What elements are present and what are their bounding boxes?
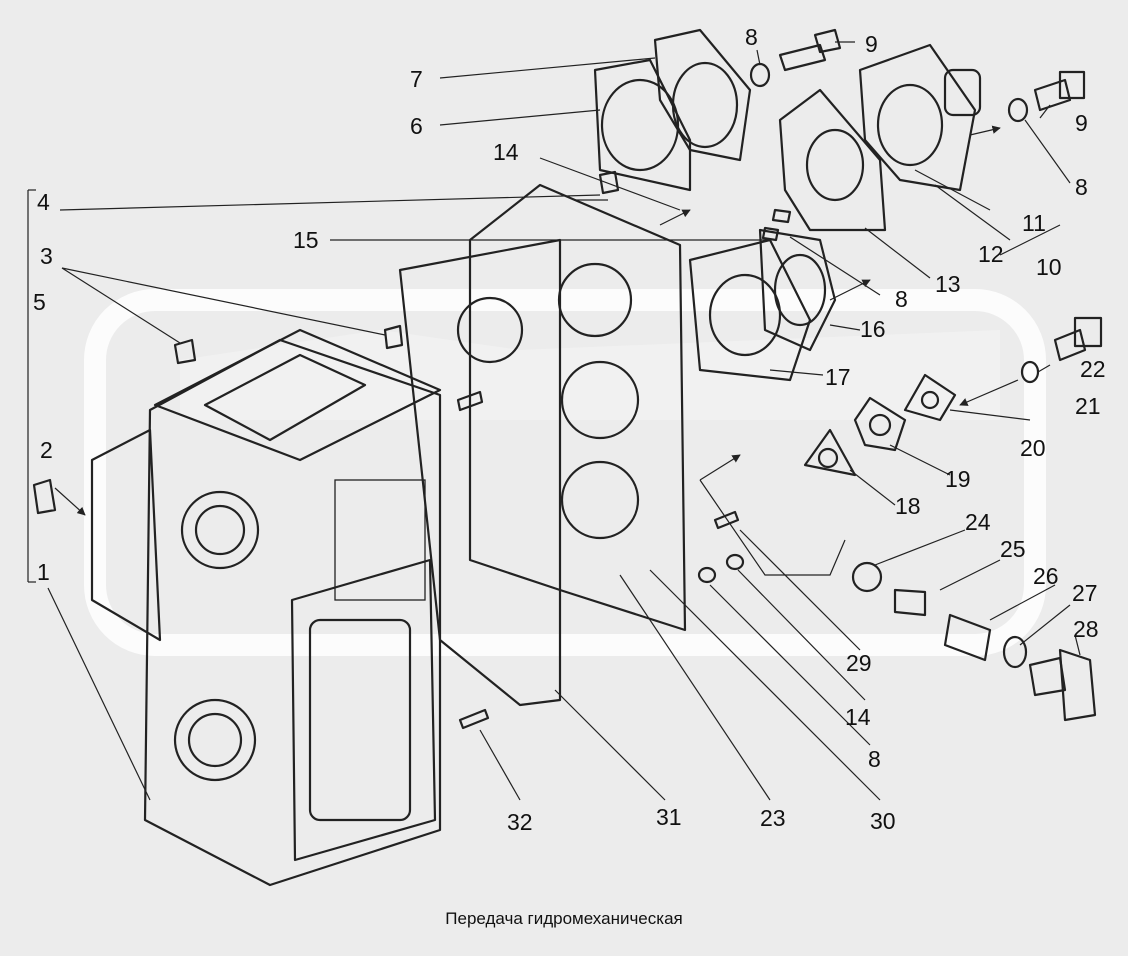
callout-32: 32 bbox=[507, 809, 533, 835]
callout-labels: 7 8 9 6 9 14 8 4 11 15 12 10 3 13 8 5 16… bbox=[33, 24, 1106, 835]
callout-14: 14 bbox=[493, 139, 519, 165]
callout-22: 22 bbox=[1080, 356, 1106, 382]
callout-15: 15 bbox=[293, 227, 319, 253]
main-housing bbox=[90, 328, 442, 887]
callout-28: 28 bbox=[1073, 616, 1099, 642]
callout-30: 30 bbox=[870, 808, 896, 834]
callout-16: 16 bbox=[860, 316, 886, 342]
flange-16-17 bbox=[688, 228, 837, 382]
callout-29: 29 bbox=[846, 650, 872, 676]
callout-31: 31 bbox=[656, 804, 682, 830]
callout-8: 8 bbox=[745, 24, 758, 50]
fasteners bbox=[32, 28, 1103, 730]
callout-3: 3 bbox=[40, 243, 53, 269]
callout-2: 2 bbox=[40, 437, 53, 463]
callout-11: 11 bbox=[1022, 210, 1046, 236]
callout-9: 9 bbox=[865, 31, 878, 57]
callout-27: 27 bbox=[1072, 580, 1098, 606]
leader-lines bbox=[27, 41, 1081, 801]
callout-12: 12 bbox=[978, 241, 1004, 267]
callout-26: 26 bbox=[1033, 563, 1059, 589]
callout-18: 18 bbox=[895, 493, 921, 519]
callout-8: 8 bbox=[868, 746, 881, 772]
callout-8: 8 bbox=[1075, 174, 1088, 200]
callout-14: 14 bbox=[845, 704, 871, 730]
exploded-assembly-drawing: 7 8 9 6 9 14 8 4 11 15 12 10 3 13 8 5 16… bbox=[27, 24, 1106, 887]
callout-4: 4 bbox=[37, 189, 50, 215]
cover-group bbox=[593, 28, 982, 232]
callout-9: 9 bbox=[1075, 110, 1088, 136]
callout-20: 20 bbox=[1020, 435, 1046, 461]
callout-1: 1 bbox=[37, 559, 50, 585]
callout-10: 10 bbox=[1036, 254, 1062, 280]
callout-25: 25 bbox=[1000, 536, 1026, 562]
callout-6: 6 bbox=[410, 113, 423, 139]
callout-23: 23 bbox=[760, 805, 786, 831]
callout-7: 7 bbox=[410, 66, 423, 92]
small-flanges bbox=[803, 373, 957, 477]
callout-17: 17 bbox=[825, 364, 851, 390]
callout-8: 8 bbox=[895, 286, 908, 312]
callout-19: 19 bbox=[945, 466, 971, 492]
gasket-plate bbox=[398, 183, 687, 707]
watermark bbox=[84, 289, 1046, 656]
callout-24: 24 bbox=[965, 509, 991, 535]
callout-21: 21 bbox=[1075, 393, 1101, 419]
callout-13: 13 bbox=[935, 271, 961, 297]
callout-5: 5 bbox=[33, 289, 46, 315]
diagram-caption: Передача гидромеханическая bbox=[445, 909, 683, 928]
